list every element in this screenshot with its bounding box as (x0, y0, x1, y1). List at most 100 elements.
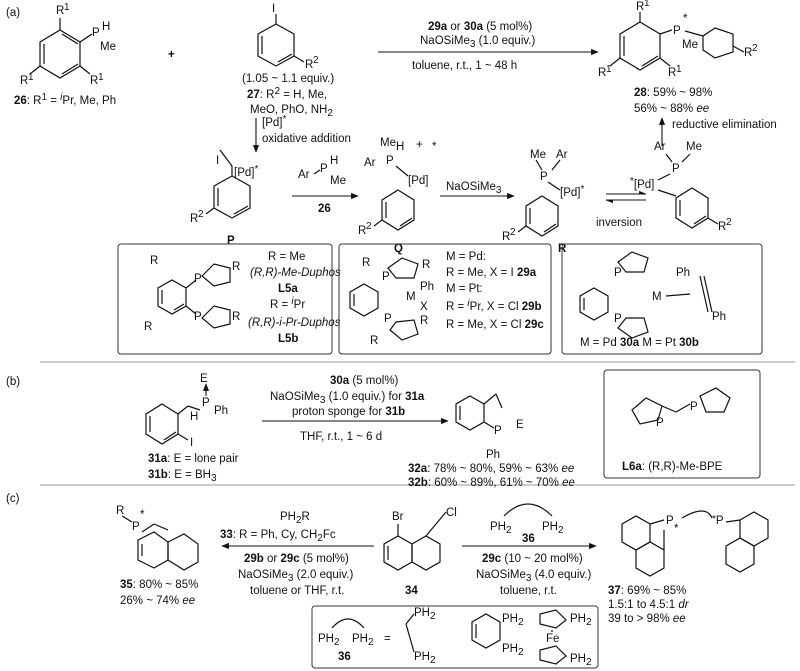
svg-text:R: R (362, 257, 370, 269)
complex-29-structure: P P M Ph X R R R R (349, 257, 434, 347)
svg-text:*: * (432, 141, 437, 153)
svg-text:Q: Q (394, 243, 403, 255)
svg-text:I: I (216, 155, 219, 167)
label-26: 26: R1 = iPr, Me, Ph (14, 92, 116, 107)
svg-text:R: R (232, 261, 240, 273)
svg-text:1: 1 (676, 64, 682, 75)
svg-text:P: P (690, 401, 698, 413)
c29-l4: R = iPr, X = Cl 29b (446, 298, 542, 313)
svg-text:26: 26 (318, 203, 331, 215)
svg-text:P: P (540, 171, 548, 183)
svg-text:[Pd]: [Pd] (408, 175, 428, 187)
box-36 (311, 605, 599, 669)
svg-text:Me: Me (330, 175, 346, 187)
equiv-27: (1.05 ~ 1.1 equiv.) (242, 73, 334, 85)
svg-text:33: R = Ph, Cy, CH2Fc: 33: R = Ph, Cy, CH2Fc (220, 529, 336, 544)
label-32a: 32a: 78% ~ 80%, 59% ~ 63% ee (408, 463, 574, 475)
duphos-l1: R = Me (268, 251, 305, 263)
svg-text:Me: Me (682, 39, 698, 51)
svg-text:29b or 29c (5 mol%): 29b or 29c (5 mol%) (244, 553, 349, 565)
svg-text:2: 2 (752, 43, 758, 54)
svg-text:PH2: PH2 (352, 633, 374, 648)
svg-text:*P: *P (712, 514, 724, 527)
svg-text:30a (5 mol%): 30a (5 mol%) (330, 375, 399, 387)
c29-l1: M = Pd: (446, 251, 486, 263)
svg-text:R: R (668, 67, 676, 79)
svg-text:R: R (744, 47, 752, 59)
svg-text:MeO, PhO, NH2: MeO, PhO, NH2 (250, 104, 333, 119)
svg-text:Ph: Ph (420, 281, 434, 293)
svg-text:R: R (150, 255, 158, 267)
svg-text:36: 36 (338, 651, 351, 663)
svg-text:R: R (598, 67, 606, 79)
svg-text:P: P (614, 267, 622, 279)
reagent-26: Ar P H Me 26 (298, 155, 346, 215)
svg-text:PH2: PH2 (490, 521, 512, 536)
svg-text:R: R (90, 75, 98, 87)
svg-text:X: X (420, 301, 428, 313)
svg-text:PH2: PH2 (414, 651, 436, 666)
svg-text:P: P (132, 521, 140, 533)
svg-text:Me: Me (530, 149, 546, 161)
complex-30-structure: P P M Ph Ph (579, 251, 726, 339)
svg-text:Br: Br (392, 511, 404, 523)
plus-sign: + (168, 49, 175, 61)
svg-text:P: P (202, 397, 210, 409)
r1-top: R (56, 5, 64, 17)
box-30 (561, 243, 763, 355)
label-37-dr: 1.5:1 to 4.5:1 dr (608, 599, 690, 611)
svg-text:1: 1 (98, 72, 104, 83)
svg-text:P: P (320, 163, 328, 175)
label-37: 37: 69% ~ 85% (608, 585, 686, 597)
svg-text:36: 36 (522, 533, 535, 545)
svg-text:PH2: PH2 (502, 643, 524, 658)
svg-text:R: R (305, 59, 313, 71)
c29-l2: R = Me, X = I 29a (446, 267, 537, 279)
c29-l5: R = Me, X = Cl 29c (446, 319, 544, 331)
svg-text:proton sponge for 31b: proton sponge for 31b (292, 406, 405, 418)
panel-b-label: (b) (6, 376, 20, 388)
L6a-structure: P P (631, 387, 731, 429)
svg-text:THF, r.t., 1 ~ 6 d: THF, r.t., 1 ~ 6 d (300, 431, 382, 443)
svg-text:[Pd]*: [Pd]* (262, 114, 286, 129)
svg-text:PH2R: PH2R (280, 511, 310, 526)
svg-text:2: 2 (510, 227, 516, 238)
svg-text:I: I (272, 3, 275, 15)
svg-text:R: R (502, 231, 510, 243)
svg-text:PH2: PH2 (542, 521, 564, 536)
duphos-l2: (R,R)-Me-Duphos (250, 267, 341, 279)
benzene-bisphosphine: PH2 PH2 (471, 613, 524, 658)
box-L6a (603, 369, 761, 479)
ox-add-label: oxidative addition (262, 133, 351, 145)
svg-text:*: * (683, 13, 688, 25)
svg-text:P: P (673, 25, 681, 37)
svg-text:Me: Me (100, 41, 116, 53)
svg-text:Me: Me (380, 137, 396, 149)
svg-text:Ph: Ph (486, 449, 500, 461)
svg-text:H: H (102, 21, 110, 33)
svg-text:Ar: Ar (364, 157, 376, 169)
box-duphos (117, 243, 333, 355)
svg-text:P: P (672, 163, 680, 175)
svg-text:27: R2 = H, Me,: 27: R2 = H, Me, (247, 86, 327, 101)
svg-text:[Pd]*: [Pd]* (560, 184, 584, 199)
svg-text:PH2: PH2 (570, 653, 592, 668)
box-29 (338, 243, 552, 355)
svg-text:toluene or THF, r.t.: toluene or THF, r.t. (250, 585, 344, 597)
p-atom: P (92, 27, 100, 39)
svg-text:[Pd]*: [Pd]* (234, 164, 258, 179)
svg-text:2: 2 (726, 217, 732, 228)
svg-text:E: E (200, 373, 208, 385)
svg-text:R: R (190, 213, 198, 225)
arc-36 (503, 503, 553, 517)
svg-text:+: + (416, 139, 423, 151)
panel-c-label: (c) (6, 493, 20, 505)
cond-a-line3: toluene, r.t., 1 ~ 48 h (412, 60, 517, 72)
c29-l3: M = Pt: (446, 283, 483, 295)
svg-text:P: P (194, 311, 202, 323)
